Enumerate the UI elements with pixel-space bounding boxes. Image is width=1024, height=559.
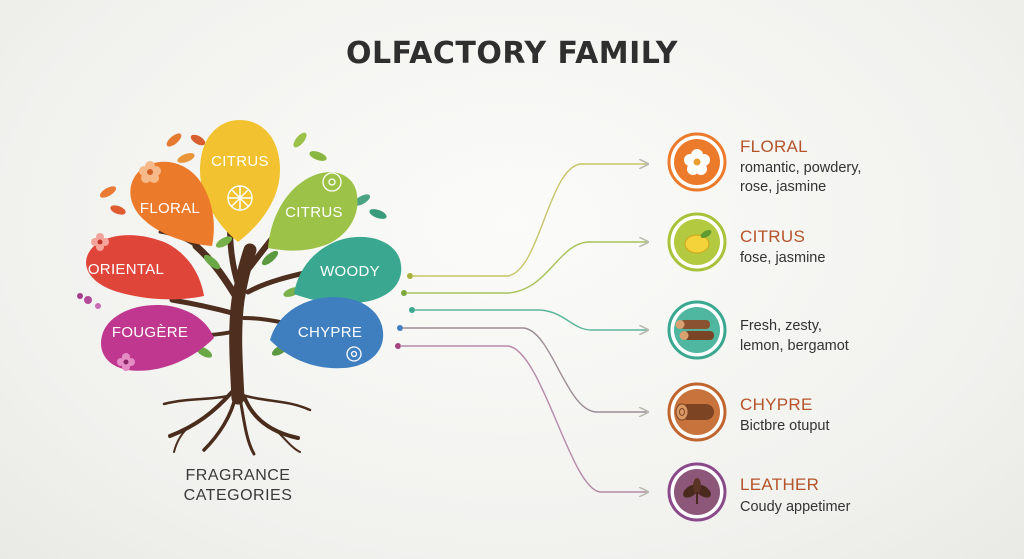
family-desc: Fresh, zesty, — [740, 318, 822, 334]
family-item-fresh[interactable]: Fresh, zesty, lemon, bergamot — [667, 300, 849, 360]
flower-icon — [91, 233, 109, 251]
tree-caption-line2: CATEGORIES — [184, 487, 293, 504]
flower-icon — [684, 149, 710, 175]
leaf-label: CHYPRE — [298, 324, 362, 341]
flower-icon — [346, 346, 362, 362]
leaf-label: FLORAL — [140, 200, 200, 217]
tree-caption-line1: FRAGRANCE — [186, 467, 291, 484]
leaf-sprig-icon — [683, 478, 711, 504]
family-title: CITRUS — [740, 227, 805, 246]
family-title: LEATHER — [740, 475, 819, 494]
family-item-floral[interactable]: FLORAL romantic, powdery, rose, jasmine — [667, 132, 861, 195]
page-title: OLFACTORY FAMILY — [346, 36, 678, 71]
leaf-floral[interactable]: FLORAL — [130, 161, 214, 246]
leaf-label: CITRUS — [211, 153, 269, 170]
family-item-leather[interactable]: LEATHER Coudy appetimer — [667, 462, 851, 522]
leaf-label: ORIENTAL — [88, 261, 164, 278]
leaf-fougere[interactable]: FOUGÈRE — [101, 305, 214, 371]
wood-log-icon — [675, 403, 714, 421]
leaf-oriental[interactable]: ORIENTAL — [86, 233, 204, 300]
flower-icon — [117, 353, 135, 371]
connector-lines — [395, 164, 648, 492]
leaf-label: WOODY — [320, 263, 380, 280]
family-desc: rose, jasmine — [740, 179, 826, 195]
family-desc: fose, jasmine — [740, 250, 825, 266]
flower-icon — [139, 161, 161, 183]
family-desc: romantic, powdery, — [740, 160, 861, 176]
family-item-chypre[interactable]: CHYPRE Bictbre otuput — [667, 382, 829, 442]
citrus-slice-icon — [227, 185, 253, 211]
family-item-citrus[interactable]: CITRUS fose, jasmine — [667, 212, 825, 272]
family-desc: Coudy appetimer — [740, 499, 851, 515]
leaf-label: FOUGÈRE — [112, 324, 188, 341]
leaf-citrus-right[interactable]: CITRUS — [268, 172, 358, 251]
wood-logs-icon — [675, 320, 714, 340]
lemon-icon — [684, 230, 712, 254]
flower-icon — [322, 172, 342, 192]
family-title: FLORAL — [740, 137, 808, 156]
family-desc: lemon, bergamot — [740, 338, 849, 354]
leaf-chypre[interactable]: CHYPRE — [270, 297, 384, 369]
leaf-label: CITRUS — [285, 204, 343, 221]
leaf-citrus-top[interactable]: CITRUS — [200, 120, 280, 242]
family-title: CHYPRE — [740, 395, 813, 414]
family-desc: Bictbre otuput — [740, 418, 829, 434]
leaf-woody[interactable]: WOODY — [294, 236, 402, 304]
